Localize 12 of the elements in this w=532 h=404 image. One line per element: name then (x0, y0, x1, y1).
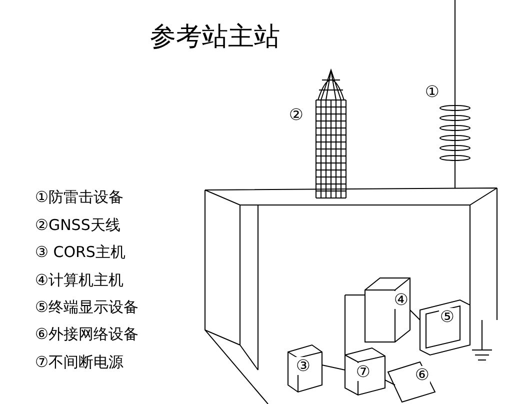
equipment-list-item: ④计算机主机 (35, 273, 124, 288)
equipment-list-item: ①防雷击设备 (35, 190, 124, 205)
equipment-list-item: ②GNSS天线 (35, 218, 120, 233)
callout-number: ④ (393, 291, 410, 309)
equipment-list-item: ③ CORS主机 (35, 245, 126, 260)
equipment-list-item: ⑤终端显示设备 (35, 300, 138, 315)
callout-number: ⑥ (414, 366, 430, 384)
callout-number: ③ (295, 357, 312, 375)
equipment-list-item: ⑦不间断电源 (35, 355, 124, 370)
title: 参考站主站 (150, 24, 280, 50)
equipment-list-item: ⑥外接网络设备 (35, 327, 138, 342)
callout-number: ⑦ (355, 363, 372, 381)
